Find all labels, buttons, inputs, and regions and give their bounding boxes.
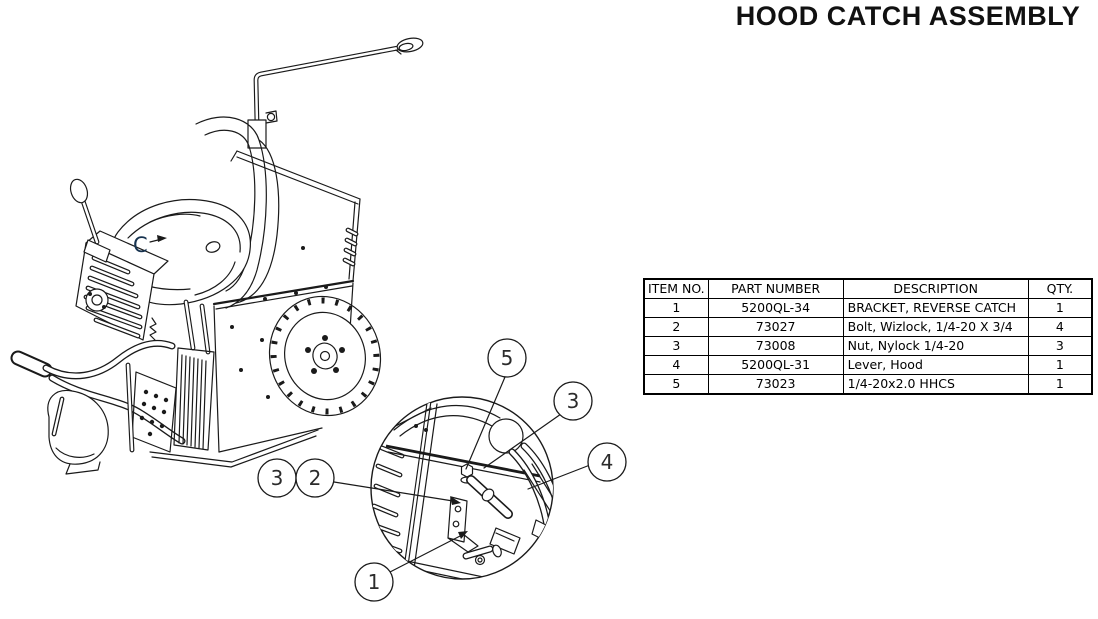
item-no-cell: 3 xyxy=(643,336,709,356)
callout-3-left: 3 xyxy=(257,458,297,498)
col-header-qty: QTY. xyxy=(1027,278,1093,299)
callout-4-label: 4 xyxy=(601,450,614,474)
parts-table: ITEM NO. PART NUMBER DESCRIPTION QTY. 1 … xyxy=(643,278,1094,395)
description-cell: Nut, Nylock 1/4-20 xyxy=(842,336,1029,356)
description-cell: BRACKET, REVERSE CATCH xyxy=(842,298,1029,318)
mid-frame xyxy=(85,288,319,468)
table-row: 1 5200QL-34 BRACKET, REVERSE CATCH 1 xyxy=(643,298,1093,318)
description-cell: Bolt, Wizlock, 1/4-20 X 3/4 xyxy=(842,317,1029,337)
callout-3-left-label: 3 xyxy=(271,466,284,490)
view-label-text: C xyxy=(133,233,148,257)
table-row: 5 73023 1/4-20x2.0 HHCS 1 xyxy=(643,374,1093,395)
callout-2: 2 xyxy=(295,458,335,498)
description-cell: 1/4-20x2.0 HHCS xyxy=(842,374,1029,395)
qty-cell: 3 xyxy=(1027,336,1093,356)
light-pole xyxy=(247,37,424,149)
callout-5-label: 5 xyxy=(501,346,514,370)
qty-cell: 1 xyxy=(1027,374,1093,395)
callout-1: 1 xyxy=(354,562,394,602)
item-no-cell: 5 xyxy=(643,374,709,395)
callout-1-label: 1 xyxy=(368,570,381,594)
col-header-item-no: ITEM NO. xyxy=(643,278,709,299)
machine-drawing: C xyxy=(10,37,424,475)
callout-4: 4 xyxy=(587,442,627,482)
description-cell: Lever, Hood xyxy=(842,355,1029,375)
callout-3-upper: 3 xyxy=(553,381,593,421)
part-number-cell: 73023 xyxy=(707,374,844,395)
discharge-chute xyxy=(47,389,109,475)
detail-view-circle xyxy=(370,396,554,580)
item-no-cell: 1 xyxy=(643,298,709,318)
table-row: 4 5200QL-31 Lever, Hood 1 xyxy=(643,355,1093,375)
rear-wheel xyxy=(268,295,382,417)
col-header-part-number: PART NUMBER xyxy=(707,278,844,299)
qty-cell: 4 xyxy=(1027,317,1093,337)
item-no-cell: 2 xyxy=(643,317,709,337)
part-number-cell: 5200QL-31 xyxy=(707,355,844,375)
table-row: 3 73008 Nut, Nylock 1/4-20 3 xyxy=(643,336,1093,356)
part-number-cell: 73008 xyxy=(707,336,844,356)
callout-2-label: 2 xyxy=(309,466,322,490)
page-title: HOOD CATCH ASSEMBLY xyxy=(735,1,1081,31)
rear-hood-panel xyxy=(212,150,361,310)
callout-3-upper-label: 3 xyxy=(567,389,580,413)
table-row: 2 73027 Bolt, Wizlock, 1/4-20 X 3/4 4 xyxy=(643,317,1093,337)
part-number-cell: 73027 xyxy=(707,317,844,337)
view-label-c: C xyxy=(133,233,167,257)
control-lever xyxy=(69,178,111,263)
part-number-cell: 5200QL-34 xyxy=(707,298,844,318)
leader-lines xyxy=(333,376,591,573)
front-console xyxy=(75,230,169,341)
qty-cell: 1 xyxy=(1027,298,1093,318)
pull-handle xyxy=(10,339,186,445)
callout-5: 5 xyxy=(487,338,527,378)
col-header-description: DESCRIPTION xyxy=(842,278,1029,299)
table-header-row: ITEM NO. PART NUMBER DESCRIPTION QTY. xyxy=(643,278,1093,299)
qty-cell: 1 xyxy=(1027,355,1093,375)
item-no-cell: 4 xyxy=(643,355,709,375)
lower-body-panel xyxy=(213,282,354,453)
